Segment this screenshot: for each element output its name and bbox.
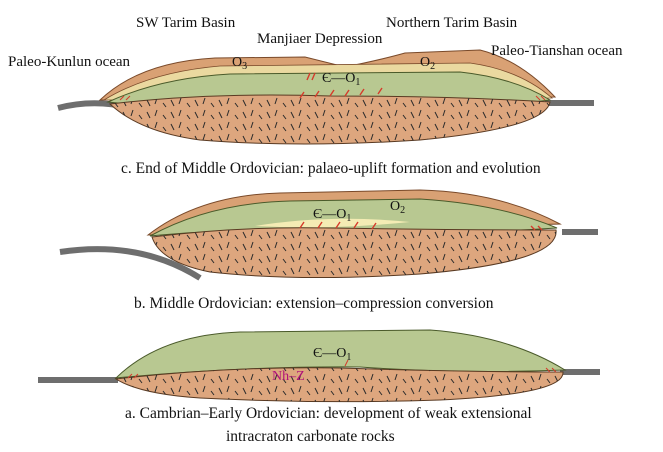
- label-paleo-tianshan-ocean: Paleo-Tianshan ocean: [491, 43, 623, 59]
- panel-b: Є—O1 O2: [60, 190, 598, 278]
- label-cambrian-o1: Є—O1: [322, 71, 360, 88]
- label-manjiaer-depression: Manjiaer Depression: [257, 31, 383, 47]
- caption-panel-a-line2: intracraton carbonate rocks: [226, 428, 395, 446]
- panel-b-basement-texture: [152, 228, 556, 278]
- label-northern-tarim-basin: Northern Tarim Basin: [386, 15, 518, 31]
- label-paleo-kunlun-ocean: Paleo-Kunlun ocean: [8, 54, 131, 70]
- panel-a: Є—O1 Nh–Z: [38, 330, 600, 402]
- caption-panel-b: b. Middle Ordovician: extension–compress…: [134, 295, 493, 313]
- label-cambrian-o1: Є—O1: [313, 207, 351, 224]
- label-cambrian-o1: Є—O1: [313, 346, 351, 363]
- panel-c-basement-texture: [110, 95, 550, 144]
- caption-panel-a-line1: a. Cambrian–Early Ordovician: developmen…: [125, 405, 532, 423]
- caption-panel-c: c. End of Middle Ordovician: palaeo-upli…: [121, 160, 541, 178]
- label-sw-tarim-basin: SW Tarim Basin: [136, 15, 236, 31]
- panel-a-basement-texture: [116, 368, 563, 402]
- label-nh-z: Nh–Z: [272, 369, 305, 384]
- panel-c: SW Tarim Basin Manjiaer Depression North…: [8, 15, 623, 144]
